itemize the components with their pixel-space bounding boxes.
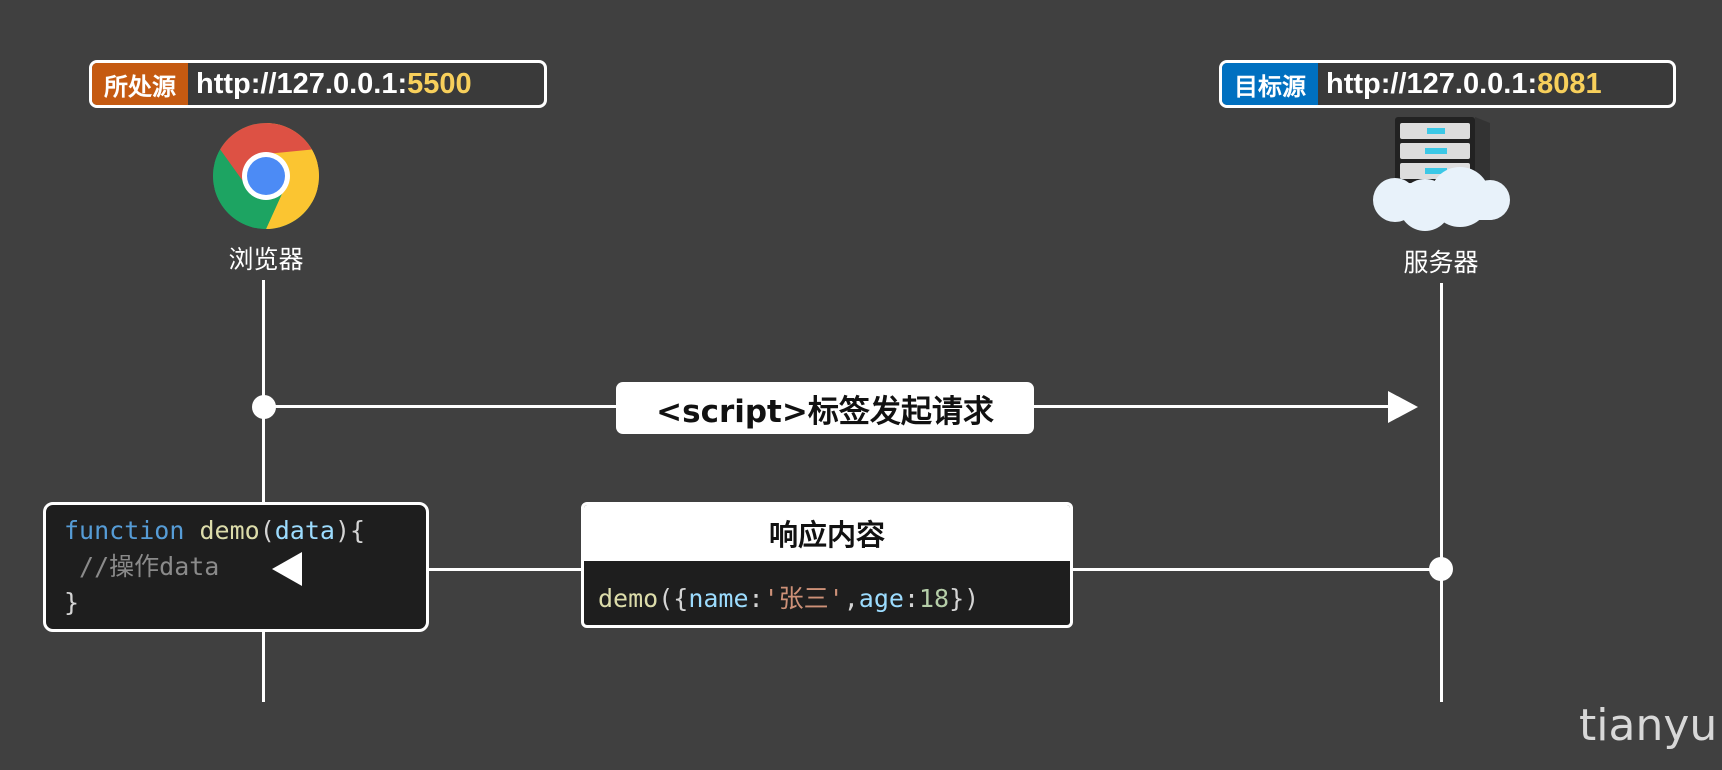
server-lifeline xyxy=(1440,283,1443,702)
resp-close: }) xyxy=(949,584,980,613)
code-paren: ( xyxy=(259,516,275,545)
browser-lifeline xyxy=(262,280,265,702)
resp-open: ({ xyxy=(658,584,689,613)
response-title: 响应内容 xyxy=(584,505,1070,561)
source-origin-url: http://127.0.0.1:5500 xyxy=(188,68,480,101)
source-url-prefix: http://127.0.0.1: xyxy=(196,67,408,100)
response-content-box: 响应内容 demo({name:'张三',age:18}) xyxy=(581,502,1073,628)
response-code: demo({name:'张三',age:18}) xyxy=(584,567,1070,625)
code-line-3: } xyxy=(64,588,80,617)
code-line-2: //操作data xyxy=(64,552,220,581)
resp-colon: : xyxy=(748,584,764,613)
browser-label: 浏览器 xyxy=(228,245,304,274)
source-origin-tag: 所处源 xyxy=(92,63,188,105)
resp-val-age: 18 xyxy=(919,584,950,613)
source-origin-badge: 所处源 http://127.0.0.1:5500 xyxy=(89,60,547,108)
code-brace: ){ xyxy=(334,516,366,545)
resp-fn: demo xyxy=(598,584,659,613)
request-start-dot xyxy=(252,395,276,419)
code-keyword: function xyxy=(64,516,185,545)
target-origin-tag: 目标源 xyxy=(1222,63,1318,105)
server-cloud-icon xyxy=(1373,117,1510,231)
watermark: tianyu xyxy=(1579,700,1718,751)
source-port: 5500 xyxy=(407,67,472,100)
target-port: 8081 xyxy=(1537,67,1602,100)
resp-key-name: name xyxy=(688,584,749,613)
resp-comma: , xyxy=(843,584,859,613)
target-origin-badge: 目标源 http://127.0.0.1:8081 xyxy=(1219,60,1676,108)
response-start-dot xyxy=(1429,557,1453,581)
code-param: data xyxy=(274,516,335,545)
resp-colon: : xyxy=(903,584,919,613)
target-url-prefix: http://127.0.0.1: xyxy=(1326,67,1538,100)
chrome-icon xyxy=(213,123,319,229)
resp-key-age: age xyxy=(858,584,904,613)
request-arrowhead-icon xyxy=(1388,391,1418,423)
code-line-1: function demo(data){ xyxy=(64,513,408,549)
resp-val-name: '张三' xyxy=(763,584,844,613)
target-origin-url: http://127.0.0.1:8081 xyxy=(1318,68,1610,101)
request-label: <script>标签发起请求 xyxy=(616,382,1034,434)
callback-function-code: function demo(data){ //操作data } xyxy=(43,502,429,632)
response-arrowhead-icon xyxy=(272,552,302,586)
code-fn-name: demo xyxy=(184,516,260,545)
server-label: 服务器 xyxy=(1403,248,1479,277)
